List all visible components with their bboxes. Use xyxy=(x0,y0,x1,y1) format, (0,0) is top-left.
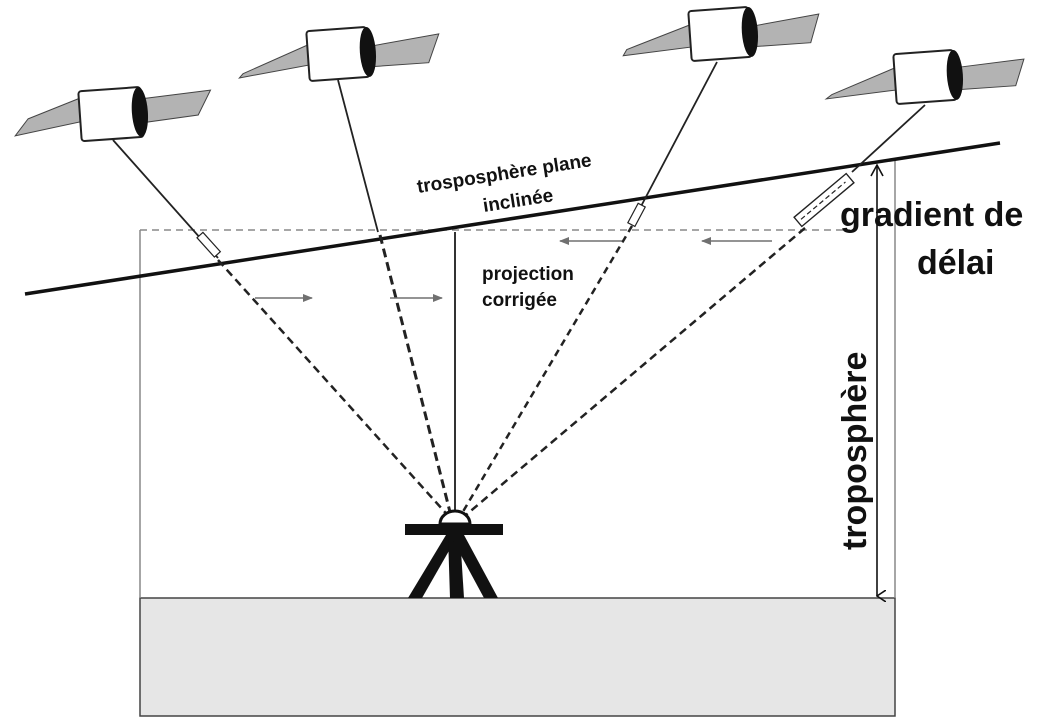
delay-segment-3 xyxy=(627,202,647,228)
tilted-plane-label-line1: trosposphère plane xyxy=(416,150,593,198)
delay-segment-4 xyxy=(793,172,855,228)
satellite-1-icon xyxy=(14,86,212,142)
tripod-antenna-icon xyxy=(405,509,503,598)
satellite-4-icon xyxy=(824,49,1025,105)
delay-gradient-label-line2: délai xyxy=(917,244,994,282)
ground-block xyxy=(139,597,896,717)
delay-segment-1 xyxy=(196,231,222,258)
ray-3-projected xyxy=(456,225,634,521)
ray-3-signal xyxy=(637,61,718,213)
corrected-projection-label-line1: projection xyxy=(482,264,574,285)
ray-2-projected xyxy=(378,234,454,521)
troposphere-vertical-label: troposphère xyxy=(836,352,874,550)
corrected-projection-label-line2: corrigée xyxy=(482,290,557,311)
ray-2-signal xyxy=(337,79,379,233)
ray-4-projected xyxy=(459,227,806,521)
ray-1-projected xyxy=(217,259,453,521)
ray-4-signal xyxy=(851,104,926,173)
tilted-troposphere-plane xyxy=(24,141,1001,296)
satellite-2-icon xyxy=(238,26,440,82)
satellite-3-icon xyxy=(622,6,820,62)
delay-gradient-label-line1: gradient de xyxy=(840,196,1023,234)
troposphere-height-arrow-top xyxy=(870,163,884,177)
